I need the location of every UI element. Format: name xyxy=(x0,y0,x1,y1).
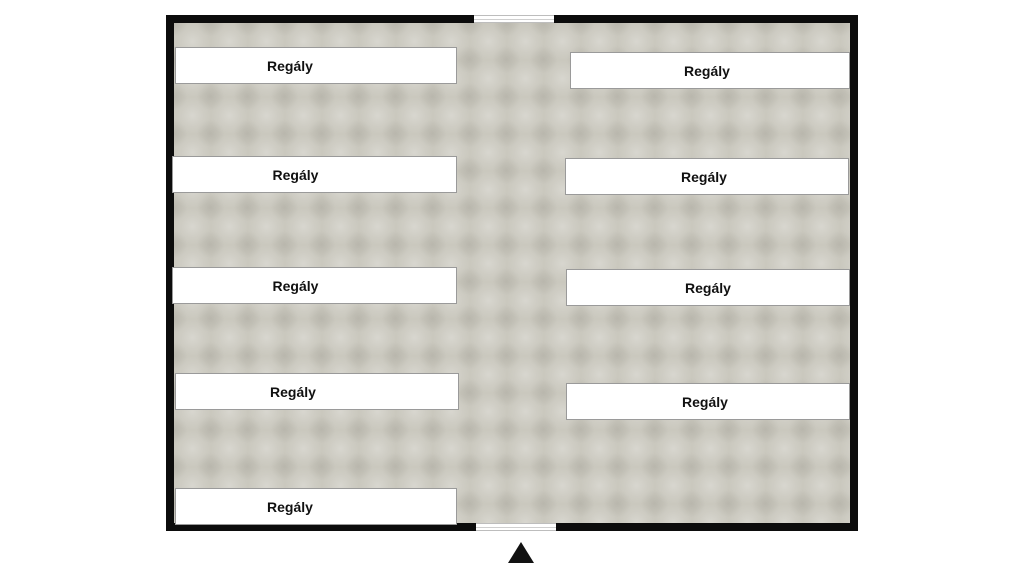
shelf-left-3: Regály xyxy=(172,267,457,304)
shelf-right-2: Regály xyxy=(565,158,849,195)
shelf-label: Regály xyxy=(272,277,319,294)
shelf-label: Regály xyxy=(272,166,319,183)
shelf-left-1: Regály xyxy=(175,47,457,84)
shelf-right-3: Regály xyxy=(566,269,850,306)
shelf-label: Regály xyxy=(270,383,316,400)
shelf-left-4: Regály xyxy=(175,373,459,410)
top-door xyxy=(474,15,554,23)
shelf-label: Regály xyxy=(684,62,730,79)
shelf-label: Regály xyxy=(682,393,728,410)
bottom-door xyxy=(476,523,556,531)
shelf-label: Regály xyxy=(267,57,313,74)
shelf-left-5: Regály xyxy=(175,488,457,525)
shelf-label: Regály xyxy=(685,279,731,296)
shelf-label: Regály xyxy=(267,498,313,515)
shelf-left-2: Regály xyxy=(172,156,457,193)
shelf-right-4: Regály xyxy=(566,383,850,420)
shelf-label: Regály xyxy=(681,168,727,185)
entrance-arrow-icon xyxy=(508,542,534,563)
shelf-right-1: Regály xyxy=(570,52,850,89)
